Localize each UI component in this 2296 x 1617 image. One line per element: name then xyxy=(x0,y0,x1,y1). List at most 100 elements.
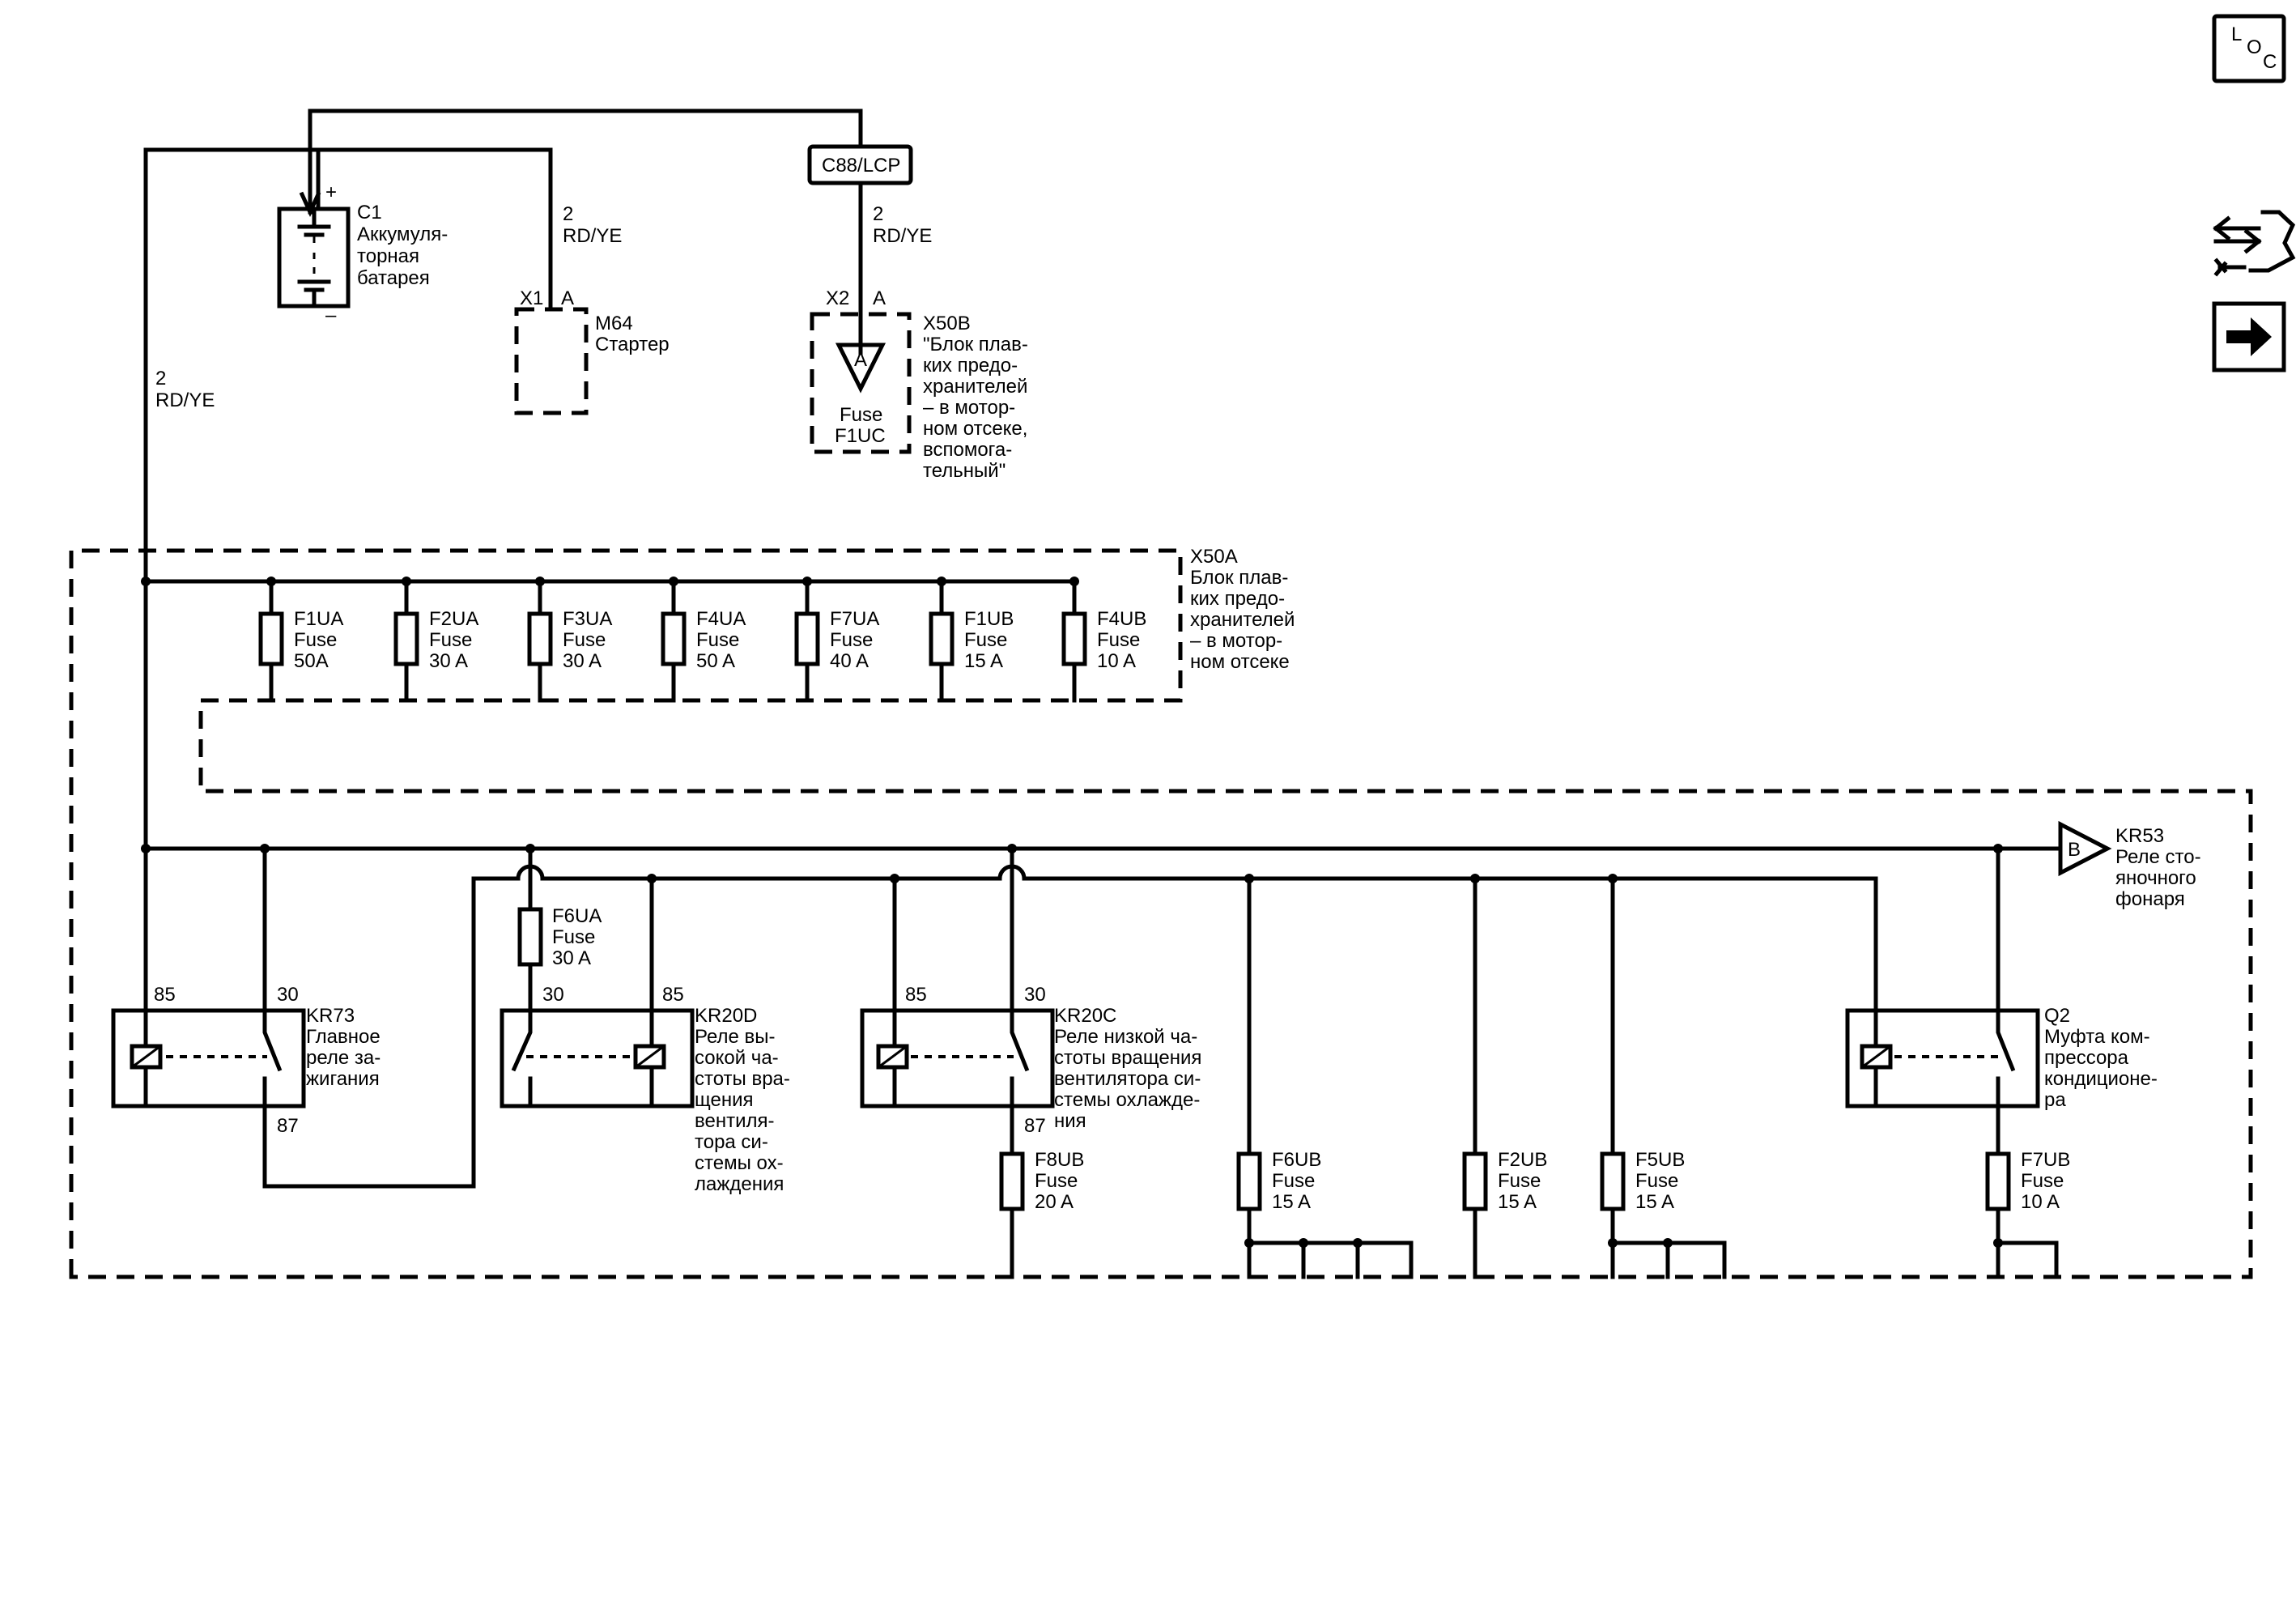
arrow-right-icon xyxy=(2226,317,2272,356)
top-wiring xyxy=(143,109,863,585)
top-fuse-type: Fuse xyxy=(1097,629,1140,651)
q2-line-4: ра xyxy=(2044,1089,2066,1111)
kr73-pin87: 87 xyxy=(277,1115,299,1137)
x50a-id: X50A xyxy=(1190,546,1238,568)
kr53-line-2: яночного xyxy=(2115,867,2196,889)
fuse-f6ua: F6UA Fuse 30 A xyxy=(517,846,602,1013)
kr73-line-2: реле за- xyxy=(306,1047,381,1069)
top-fuse-name: F4UB xyxy=(1097,608,1146,630)
x50b-line-7: тельный" xyxy=(923,460,1006,482)
x50b-triangle-label: A xyxy=(854,349,867,371)
next-page-button[interactable] xyxy=(2212,301,2286,372)
kr20d-pin85: 85 xyxy=(662,984,684,1006)
starter-m64: 2 RD/YE X1 A M64 Стартер xyxy=(514,203,670,415)
battery-line-3: батарея xyxy=(357,267,430,289)
starter-pin: A xyxy=(561,287,574,309)
kr20d-line-2: сокой ча- xyxy=(695,1047,779,1069)
loc-button[interactable]: L O C xyxy=(2212,14,2286,83)
x50b-line-6: вспомога- xyxy=(923,439,1012,461)
x50b-connector: X2 xyxy=(826,287,849,309)
kr20d-pin30: 30 xyxy=(542,984,564,1006)
bottom-fuse-name: F8UB xyxy=(1035,1149,1084,1171)
bottom-fuse-rating: 10 A xyxy=(2021,1191,2060,1213)
x50a-line-1: Блок плав- xyxy=(1190,567,1288,589)
top-fuse-type: Fuse xyxy=(696,629,739,651)
bottom-fuse-rating: 15 A xyxy=(1498,1191,1537,1213)
bottom-fuse-name: F7UB xyxy=(2021,1149,2070,1171)
kr20d-line-5: вентиля- xyxy=(695,1110,774,1132)
relay-kr20c: 85 30 87 KR20C Реле низкой ча- стоты вра… xyxy=(860,846,1201,1137)
battery-minus: – xyxy=(325,304,337,326)
x50b-fuse-line-2: F1UC xyxy=(835,425,886,447)
bottom-fuse-name: F5UB xyxy=(1635,1149,1685,1171)
service-tool-icon[interactable] xyxy=(2213,210,2296,277)
top-fuse-name: F2UA xyxy=(429,608,478,630)
bottom-fuse-rating: 15 A xyxy=(1272,1191,1311,1213)
kr20c-line-1: Реле низкой ча- xyxy=(1054,1026,1197,1048)
relay-kr20d: 30 85 KR20D Реле вы- сокой ча- стоты вра… xyxy=(500,876,790,1195)
kr20d-line-7: стемы ох- xyxy=(695,1152,784,1174)
x50a-line-5: ном отсеке xyxy=(1190,651,1290,673)
kr20d-line-3: стоты вра- xyxy=(695,1068,790,1090)
top-fuse-type: Fuse xyxy=(563,629,606,651)
wire-left-gauge: 2 xyxy=(155,368,166,389)
top-fuse-name: F4UA xyxy=(696,608,746,630)
battery-line-1: Аккумуля- xyxy=(357,223,448,245)
kr53-line-1: Реле сто- xyxy=(2115,846,2201,868)
kr53-line-3: фонаря xyxy=(2115,888,2185,910)
kr73-pin85: 85 xyxy=(154,984,176,1006)
battery-line-2: торная xyxy=(357,245,419,267)
battery-id: C1 xyxy=(357,202,382,223)
bottom-fuse-rating: 20 A xyxy=(1035,1191,1074,1213)
battery-c1: + – C1 Аккумуля- торная батарея xyxy=(277,181,448,326)
f6ua-type: Fuse xyxy=(552,926,595,948)
connector-c88-label: C88/LCP xyxy=(822,155,900,177)
x50b-wire-color: RD/YE xyxy=(873,225,932,247)
kr20d-line-1: Реле вы- xyxy=(695,1026,776,1048)
kr20c-line-5: ния xyxy=(1054,1110,1086,1132)
starter-id: M64 xyxy=(595,313,633,334)
x50a-line-4: – в мотор- xyxy=(1190,630,1282,652)
kr20c-id: KR20C xyxy=(1054,1005,1116,1027)
top-fuse-rating: 50A xyxy=(294,650,329,672)
top-fuse-rating: 40 A xyxy=(830,650,869,672)
bottom-fuse-name: F2UB xyxy=(1498,1149,1547,1171)
x50a-line-2: ких предо- xyxy=(1190,588,1285,610)
x50b-line-2: ких предо- xyxy=(923,355,1018,377)
q2-line-1: Муфта ком- xyxy=(2044,1026,2150,1048)
starter-connector: X1 xyxy=(520,287,543,309)
x50b-wire-gauge: 2 xyxy=(873,203,883,225)
starter-name: Стартер xyxy=(595,334,670,355)
kr53-triangle-label: B xyxy=(2068,839,2081,861)
q2-line-3: кондиционе- xyxy=(2044,1068,2158,1090)
fuse-block-x50a: X50A Блок плав- ких предо- хранителей – … xyxy=(69,546,2253,1279)
kr20d-line-6: тора си- xyxy=(695,1131,768,1153)
bottom-fuse-type: Fuse xyxy=(2021,1170,2064,1192)
kr20d-line-8: лаждения xyxy=(695,1173,784,1195)
bottom-wiring xyxy=(1010,876,2059,1279)
x50b-line-3: хранителей xyxy=(923,376,1027,398)
x50a-line-3: хранителей xyxy=(1190,609,1295,631)
relay-q2: Q2 Муфта ком- прессора кондиционе- ра xyxy=(1845,846,2158,1111)
top-fuse-rating: 30 A xyxy=(563,650,602,672)
top-fuse-type: Fuse xyxy=(429,629,472,651)
x50b-fuse-line-1: Fuse xyxy=(840,404,882,426)
top-fuse-type: Fuse xyxy=(964,629,1007,651)
starter-wire-gauge: 2 xyxy=(563,203,573,225)
top-fuse-bus xyxy=(141,577,1077,586)
kr73-pin30: 30 xyxy=(277,984,299,1006)
kr20c-pin30: 30 xyxy=(1024,984,1046,1006)
kr20c-line-3: вентилятора си- xyxy=(1054,1068,1201,1090)
connector-c88: C88/LCP xyxy=(807,144,913,185)
fuse-block-x50b: 2 RD/YE X2 A A Fuse F1UC X50B "Блок плав… xyxy=(810,203,1028,482)
top-fuse-name: F1UB xyxy=(964,608,1014,630)
